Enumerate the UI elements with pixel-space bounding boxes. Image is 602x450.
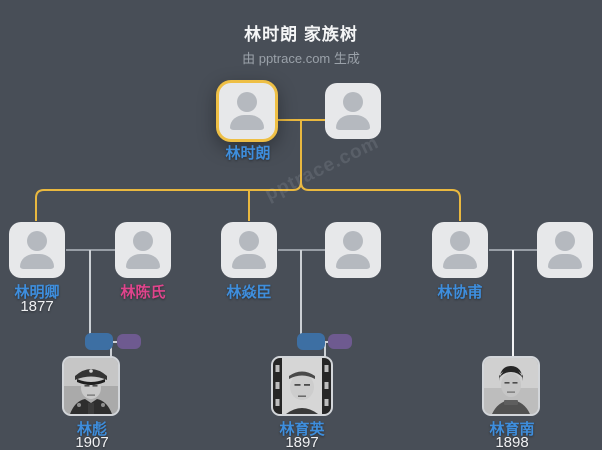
photo-card-lin-biao[interactable]	[62, 356, 120, 416]
person-card-lin-yanchen[interactable]	[221, 222, 277, 278]
avatar-head-icon	[343, 92, 363, 112]
year-label-lin-mingqing: 1877	[20, 298, 54, 315]
avatar-body-icon	[230, 115, 264, 130]
avatar-body-icon	[126, 254, 160, 269]
person-card-lin-chenshi[interactable]	[115, 222, 171, 278]
avatar-head-icon	[133, 231, 153, 251]
photo-card-lin-yunan[interactable]	[482, 356, 540, 416]
name-label-lin-yuying: 林育英	[279, 421, 325, 438]
year-label-lin-yuying: 1897	[285, 434, 319, 450]
name-label-lin-shilang: 林时朗	[225, 145, 271, 162]
person-card-lin-mingqing[interactable]	[9, 222, 65, 278]
year-label-lin-biao: 1907	[75, 434, 109, 450]
portrait-lin-biao	[64, 358, 118, 414]
avatar-body-icon	[443, 254, 477, 269]
name-label-lin-xiefu: 林协甫	[437, 284, 483, 301]
collapsed-male-node-icon[interactable]	[297, 333, 325, 350]
avatar-body-icon	[336, 115, 370, 130]
avatar-head-icon	[343, 231, 363, 251]
avatar-head-icon	[237, 92, 257, 112]
collapsed-spouse-node-icon[interactable]	[328, 334, 352, 349]
avatar-body-icon	[336, 254, 370, 269]
page-subtitle: 由 pptrace.com 生成	[242, 51, 360, 66]
photo-card-lin-yuying[interactable]	[271, 356, 333, 416]
name-label-lin-chenshi: 林陈氏	[120, 284, 166, 301]
name-label-lin-yunan: 林育南	[489, 421, 535, 438]
avatar-body-icon	[548, 254, 582, 269]
portrait-lin-yuying	[273, 358, 331, 414]
person-card-gen1-spouse[interactable]	[325, 83, 381, 139]
name-label-lin-biao: 林彪	[76, 421, 107, 438]
avatar-head-icon	[450, 231, 470, 251]
person-card-lin-shilang[interactable]	[216, 80, 278, 142]
person-card-gen2-spouse3[interactable]	[537, 222, 593, 278]
name-label-lin-mingqing: 林明卿	[14, 284, 60, 301]
avatar-body-icon	[20, 254, 54, 269]
person-card-lin-xiefu[interactable]	[432, 222, 488, 278]
collapsed-male-node-icon[interactable]	[85, 333, 113, 350]
avatar-head-icon	[555, 231, 575, 251]
year-label-lin-yunan: 1898	[495, 434, 529, 450]
avatar-head-icon	[27, 231, 47, 251]
avatar-head-icon	[239, 231, 259, 251]
name-label-lin-yanchen: 林焱臣	[226, 284, 272, 301]
collapsed-spouse-node-icon[interactable]	[117, 334, 141, 349]
person-card-gen2-spouse2[interactable]	[325, 222, 381, 278]
avatar-body-icon	[232, 254, 266, 269]
portrait-lin-yunan	[484, 358, 538, 414]
page-title: 林时朗 家族树	[244, 25, 358, 44]
